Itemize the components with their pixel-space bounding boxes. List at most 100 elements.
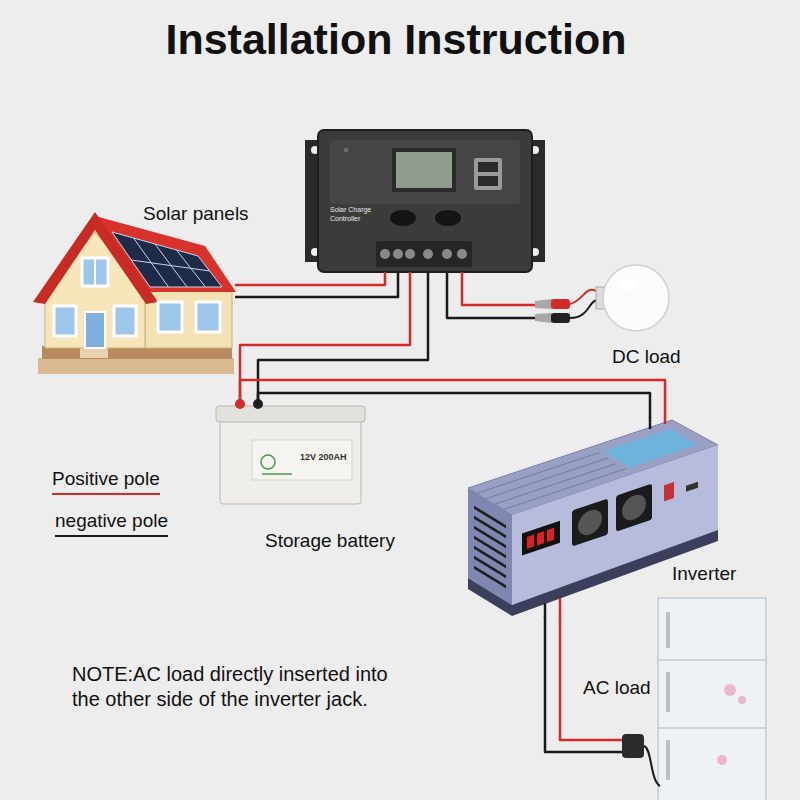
inverter-illustration bbox=[559, 598, 562, 617]
charge-controller-illustration bbox=[478, 162, 498, 172]
charge-controller-illustration bbox=[474, 158, 502, 190]
inverter-front-panel bbox=[522, 521, 560, 556]
dc-bulb-illustration bbox=[535, 313, 552, 323]
component-label: Storage battery bbox=[265, 530, 395, 552]
inverter-front-panel bbox=[616, 483, 652, 531]
fridge-illustration bbox=[622, 598, 766, 800]
component-label-holder: Solar panels bbox=[143, 203, 249, 225]
inverter-front-panel bbox=[537, 531, 544, 545]
fridge-illustration bbox=[724, 684, 736, 696]
battery-illustration bbox=[261, 455, 275, 469]
wire bbox=[462, 272, 535, 305]
wire-pair bbox=[447, 272, 535, 318]
component-label-holder: 12V 200AH bbox=[300, 452, 347, 462]
house-illustration bbox=[85, 312, 105, 348]
charge-controller-illustration bbox=[478, 176, 498, 186]
dc-bulb-illustration bbox=[535, 265, 669, 331]
house-illustration bbox=[112, 232, 222, 287]
charge-controller-illustration bbox=[392, 148, 456, 192]
fridge-illustration bbox=[738, 696, 746, 704]
dc-bulb-illustration bbox=[618, 279, 638, 291]
inverter-side-vents bbox=[474, 506, 506, 529]
component-label-holder: DC load bbox=[612, 346, 681, 368]
component-label: Solar panels bbox=[143, 203, 249, 225]
inverter-side-vents bbox=[474, 516, 506, 539]
component-label: AC load bbox=[583, 677, 651, 699]
charge-controller-illustration bbox=[442, 249, 452, 259]
inverter-front-panel bbox=[622, 491, 646, 523]
house-illustration bbox=[114, 306, 136, 336]
component-label: Solar Charge Controller bbox=[330, 206, 380, 224]
component-label-holder: Inverter bbox=[672, 563, 736, 585]
legend-text: negative pole bbox=[55, 510, 168, 532]
fridge-illustration bbox=[666, 672, 670, 712]
house-illustration bbox=[131, 260, 210, 271]
charge-controller-illustration bbox=[330, 140, 520, 204]
legend-underline bbox=[55, 535, 168, 537]
inverter-front-panel bbox=[686, 482, 698, 492]
house-illustration bbox=[82, 258, 108, 286]
component-label: 12V 200AH bbox=[300, 452, 347, 462]
inverter-front-panel bbox=[527, 535, 534, 549]
charge-controller-illustration bbox=[305, 130, 545, 272]
house-illustration bbox=[38, 358, 234, 374]
charge-controller-illustration bbox=[390, 210, 416, 226]
charge-controller-illustration bbox=[393, 249, 403, 259]
charge-controller-illustration bbox=[423, 249, 433, 259]
dc-bulb-illustration bbox=[535, 299, 552, 309]
wire bbox=[258, 272, 428, 405]
house-solar-panels: Solar panels bbox=[35, 205, 235, 377]
fridge-illustration bbox=[666, 612, 670, 648]
house-illustration bbox=[145, 290, 232, 348]
legend-text: Positive pole bbox=[52, 468, 160, 490]
inverter-side-vents bbox=[474, 546, 506, 569]
inverter-front-panel bbox=[578, 506, 602, 538]
wire bbox=[235, 272, 398, 297]
inverter-side-vents bbox=[474, 536, 506, 559]
component-label-holder: AC load bbox=[583, 677, 651, 699]
house-illustration bbox=[94, 258, 96, 286]
component-label: Inverter bbox=[672, 563, 736, 585]
dc-load-bulb: DC load bbox=[535, 255, 675, 340]
battery-illustration bbox=[216, 399, 365, 504]
fridge-illustration bbox=[622, 734, 644, 758]
charge-controller: Solar Charge Controller bbox=[305, 130, 545, 272]
charge-controller-illustration bbox=[318, 130, 532, 272]
dc-bulb-illustration bbox=[570, 300, 598, 318]
inverter-illustration bbox=[664, 417, 667, 424]
component-label: DC load bbox=[612, 346, 681, 368]
inverter-illustration bbox=[477, 453, 599, 494]
fridge-illustration bbox=[717, 755, 727, 765]
dc-bulb-illustration bbox=[551, 313, 570, 323]
wire bbox=[447, 272, 535, 318]
diagram-title-holder: Installation Instruction bbox=[0, 14, 796, 66]
charge-controller-illustration bbox=[457, 249, 467, 259]
legend-text-holder: negative pole bbox=[55, 510, 168, 532]
battery-illustration bbox=[220, 414, 361, 504]
diagram-title: Installation Instruction bbox=[0, 14, 796, 66]
house-illustration bbox=[196, 302, 220, 332]
charge-controller-illustration bbox=[380, 249, 390, 259]
fridge-illustration bbox=[644, 746, 660, 786]
charge-controller-illustration bbox=[376, 241, 472, 267]
fridge-illustration bbox=[658, 727, 766, 729]
inverter-side-vents bbox=[474, 556, 506, 579]
wire-pair bbox=[235, 272, 398, 297]
fridge-illustration bbox=[658, 598, 766, 800]
inverter-illustration bbox=[544, 603, 547, 617]
inverter-front-panel bbox=[547, 528, 554, 542]
wire bbox=[258, 393, 650, 418]
inverter-side-vents bbox=[474, 526, 506, 549]
battery-illustration bbox=[252, 440, 352, 480]
component-label-holder: Solar Charge Controller bbox=[330, 206, 380, 224]
wire-pair bbox=[240, 272, 428, 405]
inverter-illustration bbox=[468, 417, 718, 617]
storage-battery: Storage battery12V 200AH bbox=[218, 405, 363, 507]
component-label-holder: Storage battery bbox=[265, 530, 395, 552]
ac-load-fridge: AC load bbox=[622, 595, 768, 800]
house-illustration bbox=[33, 212, 236, 374]
battery-illustration bbox=[262, 473, 292, 475]
house-illustration bbox=[33, 212, 158, 304]
charge-controller-illustration bbox=[435, 210, 461, 226]
